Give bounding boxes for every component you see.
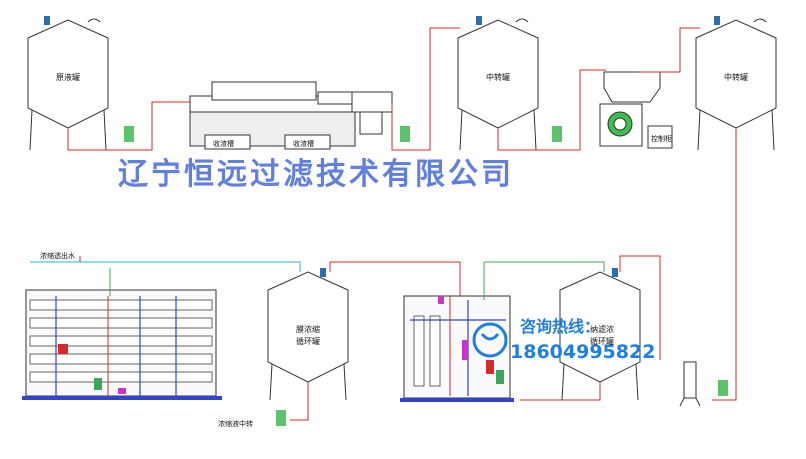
transfer-tank-2: 中转罐 — [695, 16, 777, 151]
nano-tank: 纳滤浓 循环罐 — [559, 268, 641, 401]
pump-icon-4 — [276, 410, 286, 426]
membrane-tank: 膜浓缩 循环罐 — [267, 268, 349, 401]
nano-tank-line2: 循环罐 — [590, 336, 614, 346]
membrane-tank-line2: 循环罐 — [296, 336, 320, 346]
transfer-tank-1: 中转罐 — [457, 16, 539, 151]
phone-icon — [472, 322, 508, 358]
cabinet-label: 控制柜 — [651, 134, 672, 143]
hotline-badge: 咨询热线： 18604995822 — [472, 317, 655, 363]
pump-icon-5 — [718, 380, 728, 396]
raw-tank-label: 原液罐 — [56, 72, 80, 82]
manway-icon — [87, 18, 101, 23]
decanter-centrifuge: 收渣槽 收渣槽 — [189, 81, 393, 150]
pump-icon-3 — [552, 126, 562, 142]
concentrate-transfer-label: 浓缩液中转 — [218, 419, 253, 428]
nanofiltration-skid — [400, 295, 514, 402]
membrane-rack — [22, 289, 222, 400]
disc-separator: 控制柜 — [599, 71, 680, 149]
company-watermark: 辽宁恒远过滤技术有限公司 — [118, 157, 514, 192]
valve-icon — [44, 16, 50, 25]
transfer-tank-2-label: 中转罐 — [724, 72, 748, 82]
hotline-label: 咨询热线： — [520, 317, 600, 336]
hotline-phone: 18604995822 — [510, 341, 655, 363]
pump-icon-2 — [400, 126, 410, 142]
bag-filter — [679, 361, 728, 407]
nano-tank-line1: 纳滤浓 — [590, 324, 614, 334]
membrane-tank-line1: 膜浓缩 — [296, 324, 320, 334]
transfer-tank-1-label: 中转罐 — [486, 72, 510, 82]
collect-tank-2-label: 收渣槽 — [293, 139, 314, 148]
collect-tank-1-label: 收渣槽 — [213, 139, 234, 148]
permeate-out-label: 浓缩透出水 — [40, 251, 75, 260]
pump-icon-1 — [124, 126, 134, 142]
